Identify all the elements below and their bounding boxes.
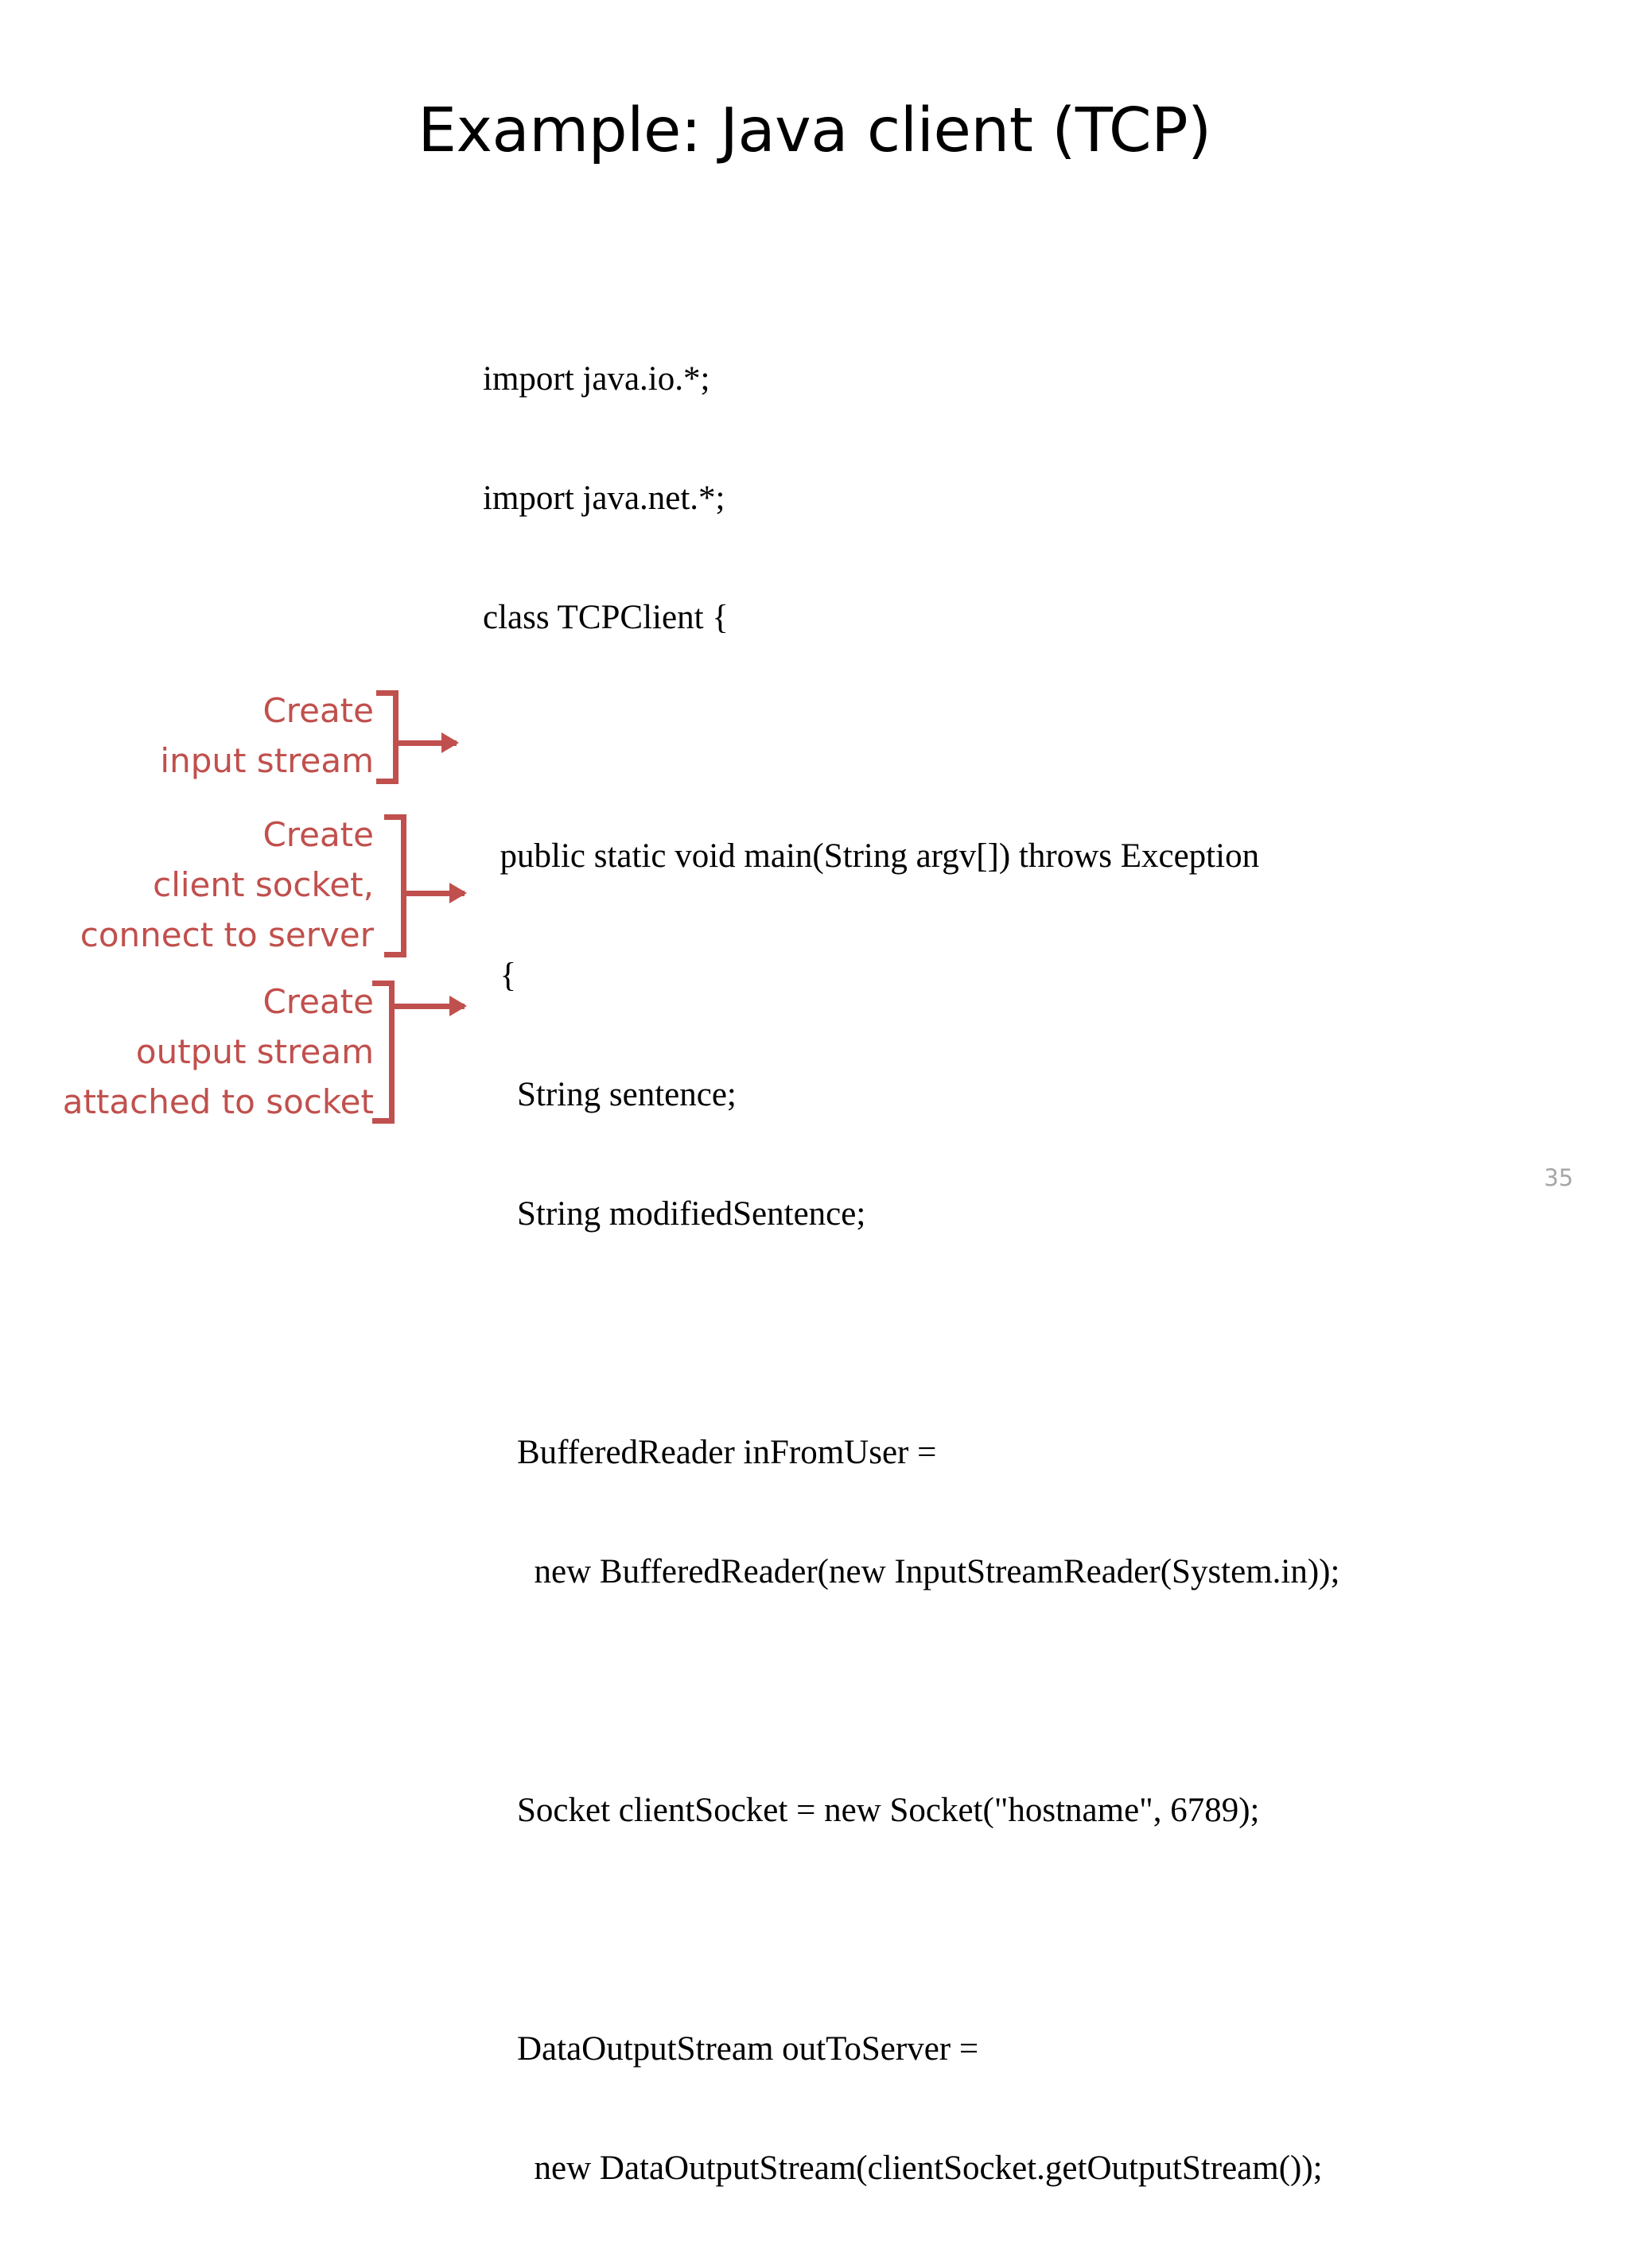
- code-line: BufferedReader inFromUser =: [483, 1434, 937, 1471]
- bracket-icon: [376, 690, 399, 784]
- annotation-line: output stream: [135, 1032, 374, 1071]
- code-line-blank: [483, 717, 1339, 757]
- page-number: 35: [1544, 1164, 1573, 1191]
- code-line-blank: [483, 1910, 1339, 1950]
- code-line: class TCPClient {: [483, 599, 729, 636]
- code-line: new BufferedReader(new InputStreamReader…: [483, 1553, 1340, 1590]
- code-line: DataOutputStream outToServer =: [483, 2030, 979, 2068]
- annotation-line: attached to socket: [62, 1082, 374, 1121]
- code-line: String modifiedSentence;: [483, 1195, 866, 1233]
- code-line: String sentence;: [483, 1076, 737, 1113]
- bracket-icon: [372, 981, 395, 1124]
- code-line: import java.net.*;: [483, 480, 725, 517]
- page-title: Example: Java client (TCP): [418, 95, 1211, 166]
- annotation-create-client-socket: Create client socket, connect to server: [32, 810, 374, 960]
- code-line: Socket clientSocket = new Socket("hostna…: [483, 1792, 1260, 1829]
- annotation-line: input stream: [160, 741, 374, 780]
- code-line: new DataOutputStream(clientSocket.getOut…: [483, 2150, 1323, 2187]
- slide-canvas: Example: Java client (TCP) import java.i…: [16, 95, 1573, 2187]
- annotation-line: connect to server: [80, 915, 374, 954]
- code-line: public static void main(String argv[]) t…: [483, 837, 1260, 875]
- annotation-line: Create: [262, 815, 374, 854]
- code-line: {: [483, 957, 517, 994]
- code-line-blank: [483, 1672, 1339, 1711]
- arrow-right-icon: [393, 732, 459, 753]
- arrow-right-icon: [389, 996, 467, 1016]
- arrow-right-icon: [401, 883, 467, 903]
- annotation-line: Create: [262, 982, 374, 1021]
- code-block: import java.io.*; import java.net.*; cla…: [483, 280, 1339, 2268]
- annotation-create-input-stream: Create input stream: [48, 685, 374, 786]
- code-line-blank: [483, 1314, 1339, 1353]
- bracket-icon: [384, 814, 406, 957]
- annotation-line: Create: [262, 691, 374, 730]
- annotation-line: client socket,: [153, 865, 374, 904]
- code-line: import java.io.*;: [483, 360, 710, 398]
- annotation-create-output-stream: Create output stream attached to socket: [16, 977, 374, 1127]
